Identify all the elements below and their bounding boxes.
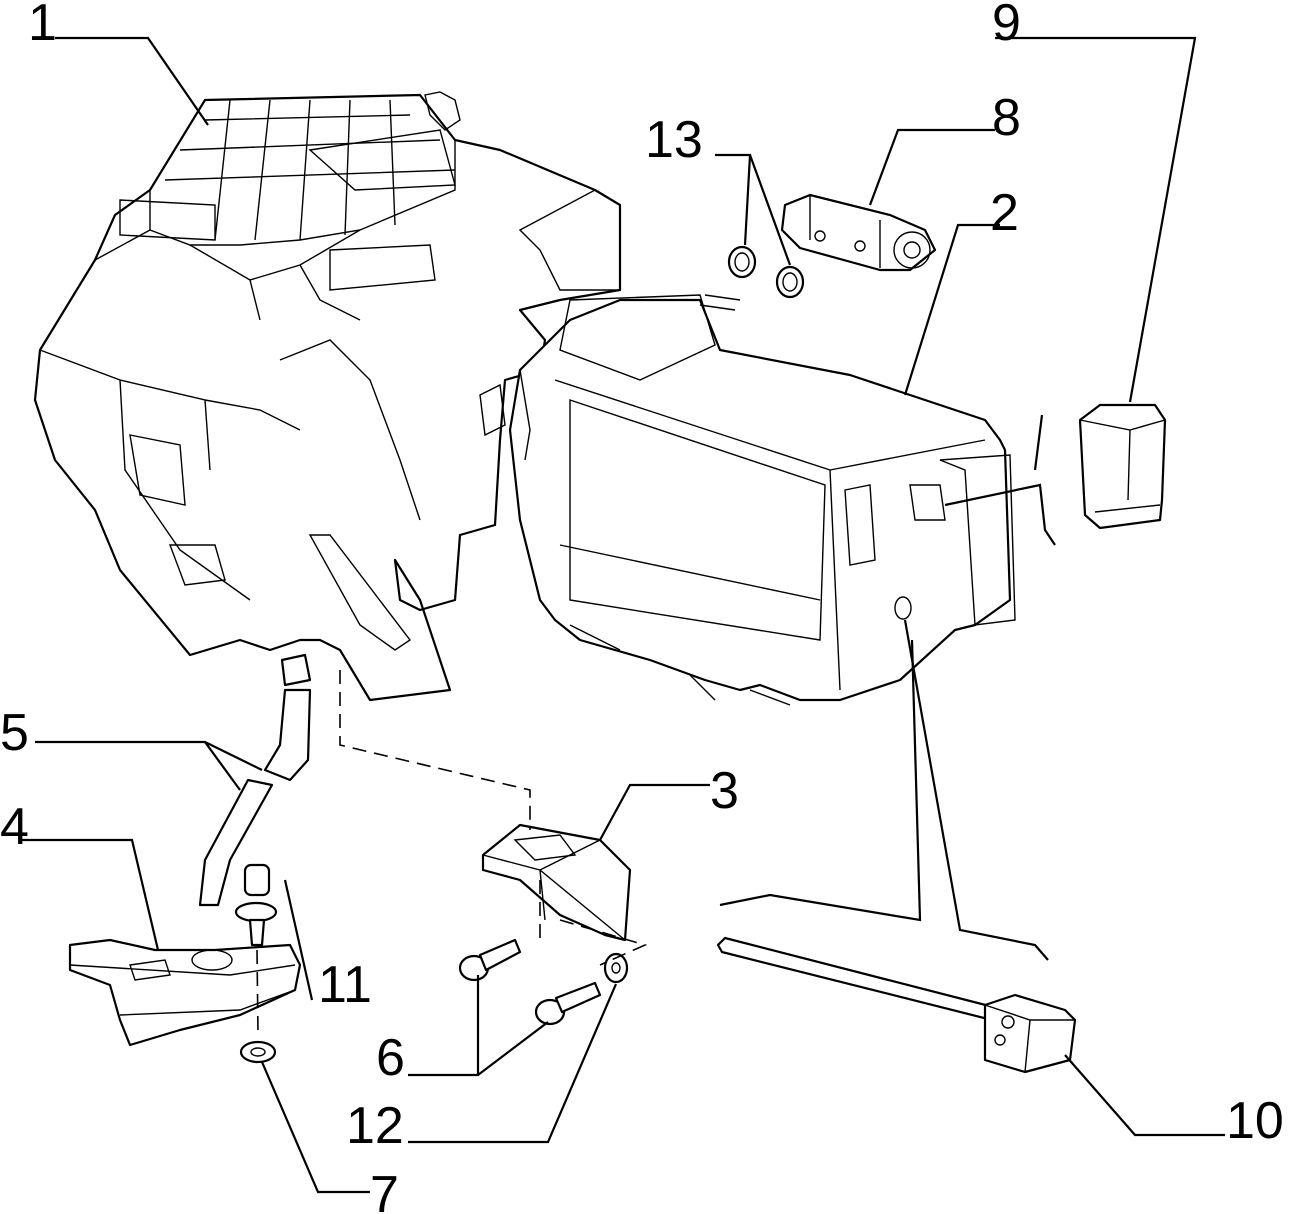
callout-4: 4 [0, 798, 29, 856]
callout-13: 13 [645, 111, 703, 169]
part-8-expansion-valve [780, 193, 937, 272]
callout-7: 7 [370, 1166, 399, 1214]
callout-12: 12 [346, 1097, 404, 1155]
part-1-heater-housing [33, 91, 622, 702]
part-7-washer [239, 1040, 277, 1064]
part-2-evaporator-box [508, 294, 1016, 706]
part-12-washer [603, 952, 629, 984]
callout-6: 6 [376, 1029, 405, 1087]
part-13-o-rings [727, 245, 805, 299]
part-5-drain-hose [198, 688, 312, 907]
part-11-screw [234, 863, 278, 947]
part-4-drain-base [68, 938, 302, 1047]
housing-drain-outlet [280, 653, 312, 687]
sensor-wiring [719, 414, 1056, 961]
callout-9: 9 [992, 0, 1021, 52]
callout-11: 11 [318, 956, 372, 1014]
assembly-dashed-lines [256, 670, 648, 1036]
part-10-temperature-sensor [716, 936, 1077, 1074]
part-9-relay [1078, 403, 1167, 530]
callout-2: 2 [990, 184, 1019, 242]
callout-10: 10 [1226, 1092, 1284, 1150]
callout-8: 8 [992, 89, 1021, 147]
part-6-bolts [458, 938, 602, 1026]
leader-lines [22, 36, 1225, 1194]
callout-5: 5 [0, 704, 29, 762]
part-3-bracket [481, 823, 632, 942]
callout-1: 1 [28, 0, 57, 52]
callout-3: 3 [710, 762, 739, 820]
